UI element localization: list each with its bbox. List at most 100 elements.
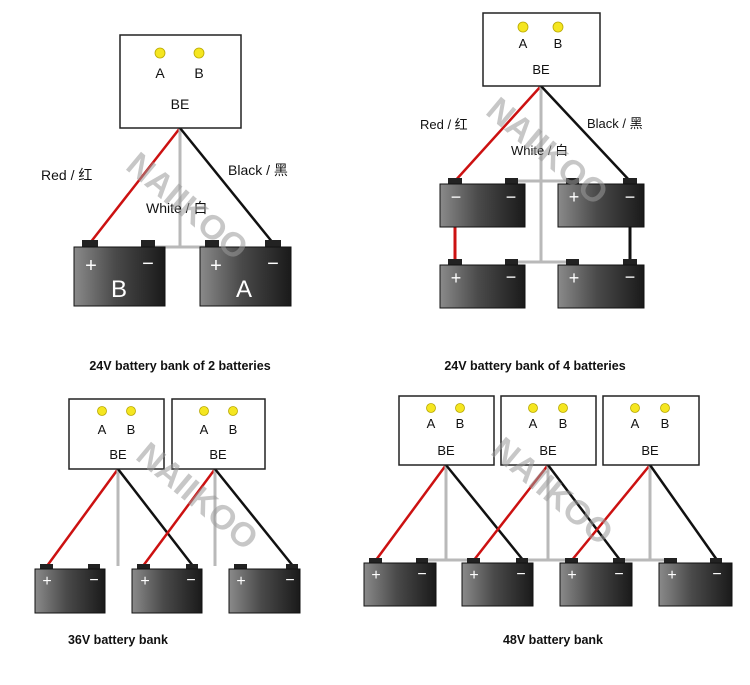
led-a-icon [97, 406, 107, 416]
led-a-label: A [519, 36, 528, 51]
plus-terminal: + [569, 187, 580, 207]
unit-name: BE [532, 62, 550, 77]
led-a-icon [154, 47, 166, 59]
plus-terminal: + [371, 567, 380, 584]
led-a-label: A [631, 416, 640, 431]
led-a-label: A [155, 65, 165, 81]
unit-name: BE [171, 96, 190, 112]
minus-terminal: − [625, 187, 636, 207]
panel-24v-2-batteries: A B BE + − B + − A Red / 红 White / 白 Bla… [41, 34, 292, 373]
black-wire [547, 464, 621, 561]
battery: + − [461, 558, 534, 607]
led-a-icon [630, 403, 640, 413]
minus-terminal: − [614, 566, 623, 583]
red-wire [141, 468, 217, 567]
black-wire [214, 468, 294, 567]
led-a-label: A [200, 422, 209, 437]
be-unit: A B BE [171, 398, 266, 470]
led-a-label: A [529, 416, 538, 431]
wire-label-black: Black / 黑 [587, 116, 643, 131]
plus-terminal: + [567, 567, 576, 584]
wire-label-white: White / 白 [146, 200, 207, 216]
led-a-icon [426, 403, 436, 413]
red-wire [374, 464, 448, 561]
be-unit: A B BE [602, 395, 700, 466]
be-unit: A B BE [119, 34, 242, 129]
battery: + − [131, 564, 203, 614]
black-wire [179, 127, 274, 244]
led-b-icon [455, 403, 465, 413]
plus-terminal: + [210, 255, 222, 277]
led-b-label: B [194, 65, 203, 81]
minus-terminal: − [142, 253, 154, 275]
battery: + − [658, 558, 733, 607]
led-b-label: B [229, 422, 238, 437]
battery: + − [34, 564, 106, 614]
minus-terminal: − [451, 187, 462, 207]
minus-terminal: − [267, 253, 279, 275]
plus-terminal: + [469, 567, 478, 584]
wire-label-black: Black / 黑 [228, 162, 288, 178]
caption-panel-4: 48V battery bank [503, 633, 603, 647]
black-wire [445, 464, 524, 561]
unit-name: BE [437, 443, 455, 458]
unit-name: BE [539, 443, 557, 458]
panel-48v: A B BE A B BE A B BE + − [363, 395, 733, 647]
battery-label-b: B [111, 276, 127, 303]
red-wire [454, 85, 542, 182]
minus-terminal: − [417, 566, 426, 583]
led-b-label: B [559, 416, 568, 431]
minus-terminal: − [186, 572, 195, 589]
plus-terminal: + [667, 567, 676, 584]
battery: + − A [199, 240, 292, 307]
red-wire [89, 127, 181, 244]
led-a-label: A [98, 422, 107, 437]
red-wire [571, 464, 651, 561]
battery: + − [557, 259, 645, 309]
minus-terminal: − [506, 267, 517, 287]
led-b-icon [660, 403, 670, 413]
black-wire [540, 85, 631, 182]
caption-panel-2: 24V battery bank of 4 batteries [444, 359, 625, 373]
led-a-icon [199, 406, 209, 416]
caption-panel-1: 24V battery bank of 2 batteries [89, 359, 270, 373]
led-b-icon [126, 406, 136, 416]
led-b-label: B [661, 416, 670, 431]
panel-24v-4-batteries: A B BE − − + − + − [420, 12, 645, 373]
plus-terminal: + [140, 573, 149, 590]
black-wire [648, 464, 719, 561]
minus-terminal: − [516, 566, 525, 583]
battery: + − [363, 558, 437, 607]
minus-terminal: − [506, 187, 517, 207]
wire-label-red: Red / 红 [41, 167, 92, 183]
be-unit: A B BE [398, 395, 495, 466]
battery: + − [228, 564, 301, 614]
unit-name: BE [641, 443, 659, 458]
wire-label-red: Red / 红 [420, 117, 468, 132]
minus-terminal: − [285, 572, 294, 589]
battery: + − B [73, 240, 166, 307]
led-b-label: B [127, 422, 136, 437]
plus-terminal: + [42, 573, 51, 590]
black-wire [117, 468, 194, 567]
led-b-icon [193, 47, 205, 59]
battery-label-a: A [236, 276, 252, 303]
led-b-label: B [554, 36, 563, 51]
red-wire [473, 464, 549, 561]
led-a-icon [517, 21, 529, 33]
led-a-icon [528, 403, 538, 413]
be-unit: A B BE [500, 395, 597, 466]
led-b-label: B [456, 416, 465, 431]
plus-terminal: + [569, 268, 580, 288]
be-unit: A B BE [68, 398, 165, 470]
wire-label-white: White / 白 [511, 143, 568, 158]
plus-terminal: + [451, 268, 462, 288]
led-b-icon [552, 21, 564, 33]
minus-terminal: − [89, 572, 98, 589]
plus-terminal: + [85, 255, 97, 277]
battery: + − [439, 259, 526, 309]
minus-terminal: − [712, 566, 721, 583]
led-a-label: A [427, 416, 436, 431]
plus-terminal: + [236, 573, 245, 590]
